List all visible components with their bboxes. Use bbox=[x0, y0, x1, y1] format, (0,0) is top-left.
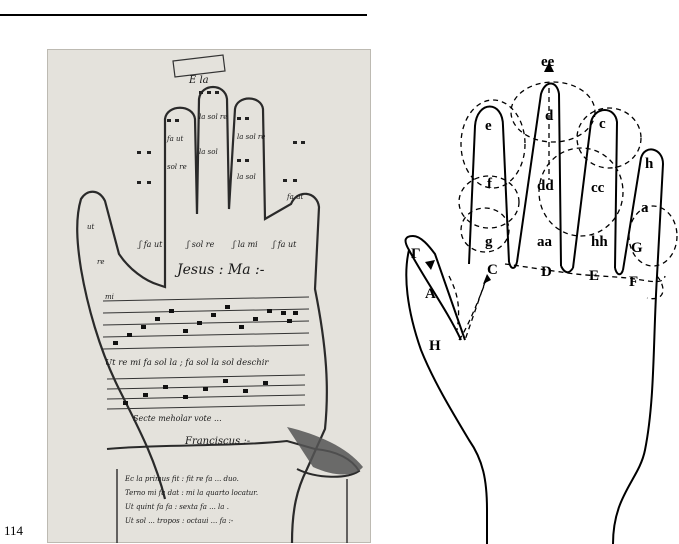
label-e: e bbox=[485, 118, 492, 134]
middle-note-1: la sol re bbox=[199, 113, 227, 121]
label-f: f bbox=[487, 176, 493, 192]
text-line-3: Ut quint fa fa : sexta fa ... la . bbox=[125, 503, 229, 511]
header-rule bbox=[0, 14, 367, 16]
label-H: H bbox=[429, 338, 441, 354]
label-E: E bbox=[589, 268, 599, 284]
thumb-note-1: ut bbox=[87, 223, 95, 231]
label-F: F bbox=[629, 274, 638, 290]
manuscript-phrase-3: Secte meholar vote ... bbox=[133, 414, 222, 423]
thumb-note-3: mi bbox=[105, 293, 114, 301]
text-line-2: Terno mi fa dat : mi la quarto locatur. bbox=[125, 489, 258, 497]
ring-note-2: la sol bbox=[237, 173, 256, 181]
label-dd: dd bbox=[537, 178, 554, 194]
label-d: d bbox=[545, 108, 554, 124]
ring-note-1: la sol re bbox=[237, 133, 265, 141]
svg-text:ʃ fa ut: ʃ fa ut bbox=[137, 240, 163, 249]
svg-text:ʃ fa ut: ʃ fa ut bbox=[271, 240, 297, 249]
manuscript-photo: E la fa ut sol re la sol re la sol la so… bbox=[47, 49, 371, 543]
text-line-4: Ut sol ... tropos : octaui ... fa :- bbox=[125, 517, 234, 525]
manuscript-author: Franciscus :- bbox=[184, 436, 251, 447]
little-note-1: fa ut bbox=[286, 193, 303, 201]
page-number: 114 bbox=[4, 523, 23, 539]
label-cc: cc bbox=[591, 180, 605, 196]
label-h: h bbox=[645, 156, 654, 172]
label-ee: ee bbox=[541, 54, 555, 70]
label-gamma: Γ bbox=[411, 246, 421, 262]
middle-note-2: la sol bbox=[199, 148, 218, 156]
label-A: A bbox=[425, 286, 436, 302]
text-line-1: Ec la primus fit : fit re fa ... duo. bbox=[124, 475, 239, 483]
label-aa: aa bbox=[537, 234, 553, 250]
hand-diagram: ee d e c h f dd cc a g aa hh G Γ C D E F… bbox=[395, 40, 679, 544]
label-c: c bbox=[599, 116, 606, 132]
label-a: a bbox=[641, 200, 649, 216]
index-note-1: fa ut bbox=[166, 135, 183, 143]
top-marker: E la bbox=[188, 75, 209, 86]
label-g: g bbox=[485, 234, 493, 250]
label-G: G bbox=[631, 240, 643, 256]
label-hh: hh bbox=[591, 234, 608, 250]
manuscript-phrase-1: Jesus : Ma :- bbox=[174, 262, 265, 278]
svg-text:ʃ sol re: ʃ sol re bbox=[185, 240, 215, 249]
svg-text:ʃ la mi: ʃ la mi bbox=[231, 240, 258, 249]
label-C: C bbox=[487, 262, 498, 278]
manuscript-phrase-2: Ut re mi fa sol la ; fa sol la sol desch… bbox=[105, 358, 269, 368]
label-D: D bbox=[541, 264, 552, 280]
index-note-2: sol re bbox=[167, 163, 187, 171]
thumb-note-2: re bbox=[97, 258, 105, 266]
